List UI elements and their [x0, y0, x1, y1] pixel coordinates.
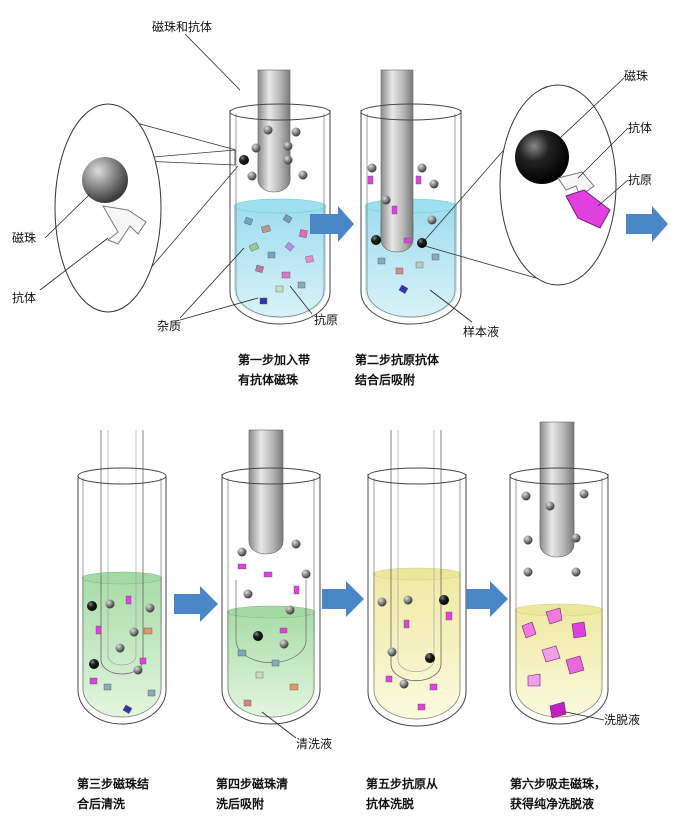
arrow-1-to-2	[310, 206, 354, 242]
bead-zoom-left	[82, 157, 128, 203]
label-antibody-right: 抗体	[628, 120, 652, 135]
label-elution-liquid: 洗脱液	[604, 712, 640, 727]
label-wash-liquid: 清洗液	[296, 736, 332, 751]
label-bead-right: 磁珠	[624, 68, 648, 83]
tube-step6	[509, 421, 609, 725]
step2-caption-line2: 结合后吸附	[355, 372, 415, 387]
arrow-4-to-5	[322, 581, 364, 617]
label-beads-and-antibody: 磁珠和抗体	[152, 19, 212, 34]
bead-zoom-right	[515, 130, 569, 184]
label-sample-liquid: 样本液	[463, 324, 499, 339]
label-bead-left: 磁珠	[12, 230, 36, 245]
label-antigen-right: 抗原	[628, 172, 652, 187]
step5-caption-line1: 第五步抗原从	[366, 776, 438, 791]
step6-caption-line2: 获得纯净洗脱液	[509, 796, 594, 811]
tube-step5	[367, 430, 467, 727]
tube-step4	[221, 429, 321, 725]
tube-step3	[77, 430, 167, 725]
arrow-5-to-6	[466, 581, 508, 617]
zoom-cone-left	[54, 103, 239, 313]
step1-caption-line1: 第一步加入带	[238, 352, 310, 367]
step4-caption-line2: 洗后吸附	[216, 796, 264, 811]
leader-lines-row2	[261, 711, 605, 739]
tube-step1	[229, 69, 331, 325]
step1-caption-line2: 有抗体磁珠	[238, 372, 299, 387]
zoom-cone-right	[424, 84, 617, 286]
step3-caption-line1: 第三步磁珠结	[77, 776, 149, 791]
leader-lines-row1	[39, 33, 629, 323]
label-impurity: 杂质	[157, 319, 181, 333]
arrow-3-to-4	[174, 586, 218, 622]
step6-caption-line1: 第六步吸走磁珠，	[510, 776, 606, 791]
label-antibody-left: 抗体	[12, 290, 36, 305]
arrow-2-to-next	[626, 206, 668, 242]
step3-caption-line2: 合后清洗	[77, 796, 125, 811]
tube-step2	[360, 69, 462, 325]
step2-caption-line1: 第二步抗原抗体	[355, 352, 440, 367]
step4-caption-line1: 第四步磁珠清	[216, 776, 288, 791]
step5-caption-line2: 抗体洗脱	[366, 796, 414, 811]
label-antigen-mid: 抗原	[314, 312, 338, 327]
